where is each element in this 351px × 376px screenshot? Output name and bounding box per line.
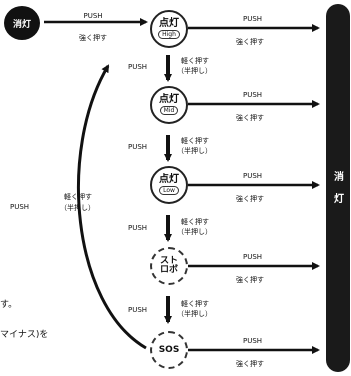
mode-strobe-line-2: ロボ [159,265,178,275]
down-press-line-1: 軽く押す [181,57,209,65]
left-text-fragment-1: す。 [0,300,18,310]
off-badge: 消灯 [4,6,40,40]
mode-low-sub: Low [159,186,179,195]
right-push-label: PUSH [243,15,263,23]
down-press-line-1: 軽く押す [181,300,209,308]
return-push-label: PUSH [10,203,30,211]
down-push-label: PUSH [128,306,148,314]
mode-mid-sub: Mid [159,106,179,115]
right-press-label: 強く押す [236,360,264,368]
right-push-label: PUSH [243,337,263,345]
down-press-line-2: （半押し） [177,228,212,236]
down-press-line-2: （半押し） [177,147,212,155]
off-bar [326,4,350,372]
off-bar-label-2: 灯 [334,194,344,205]
right-press-label: 強く押す [236,38,264,46]
return-press-line-1: 軽く押す [64,193,92,201]
mode-strobe: スト ロボ [150,247,188,285]
mode-mid: 点灯 Mid [150,86,188,124]
mode-high-sub: High [158,30,180,39]
right-press-label: 強く押す [236,114,264,122]
mode-high-main: 点灯 [159,18,179,29]
down-press-line-2: （半押し） [177,67,212,75]
down-push-label: PUSH [128,63,148,71]
top-press-label: 強く押す [79,34,107,42]
down-push-label: PUSH [128,143,148,151]
down-press-line-1: 軽く押す [181,137,209,145]
return-press-line-2: （半押し） [60,204,95,212]
top-push-label: PUSH [83,12,103,20]
mode-mid-main: 点灯 [159,94,179,105]
mode-strobe-line-1: スト [159,256,178,266]
right-push-label: PUSH [243,172,263,180]
right-push-label: PUSH [243,253,263,261]
down-press-line-1: 軽く押す [181,218,209,226]
mode-low: 点灯 Low [150,166,188,204]
down-press-line-2: （半押し） [177,310,212,318]
off-bar-label-1: 消 [334,172,344,183]
arrow-return-sos-to-high [77,64,147,350]
mode-sos: SOS [150,331,188,369]
right-press-label: 強く押す [236,276,264,284]
off-badge-label: 消灯 [12,19,31,30]
left-text-fragment-2: マイナス)を [0,330,49,340]
right-push-label: PUSH [243,91,263,99]
mode-high: 点灯 High [150,10,188,48]
down-push-label: PUSH [128,224,148,232]
mode-low-main: 点灯 [159,174,179,185]
right-press-label: 強く押す [236,195,264,203]
mode-sos-main: SOS [158,345,180,355]
